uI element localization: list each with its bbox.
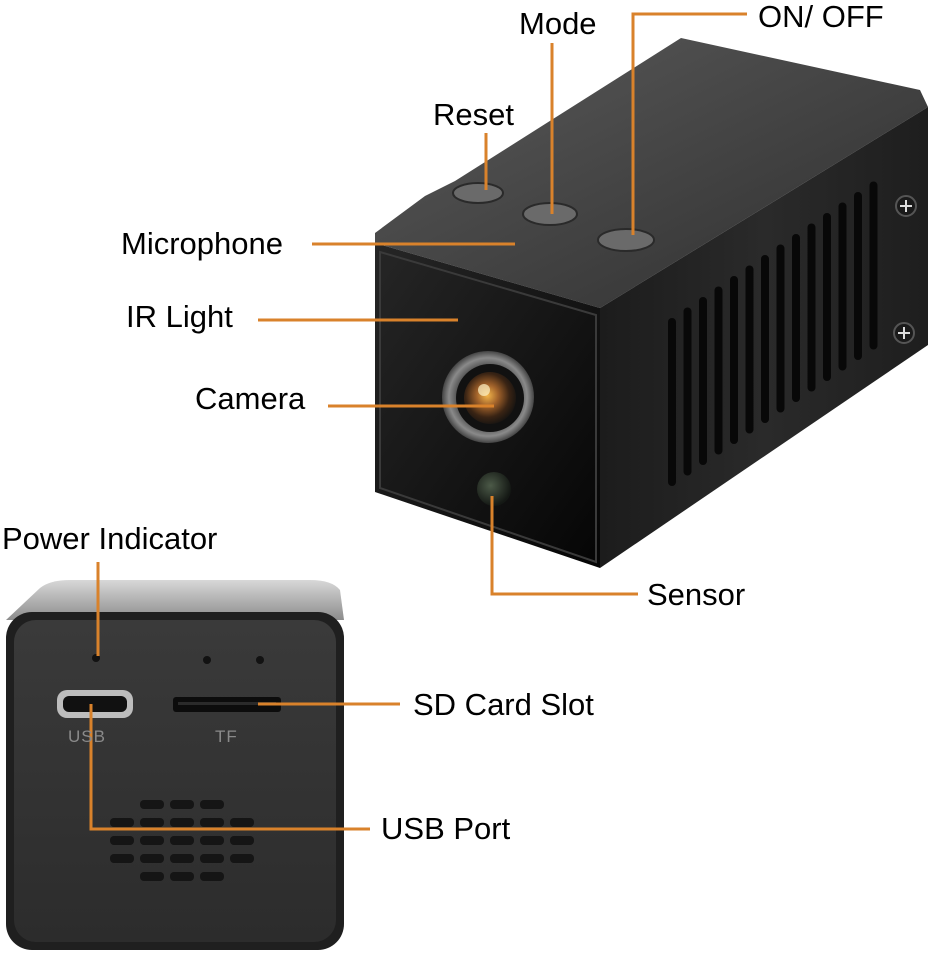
side-vents: [668, 181, 878, 486]
grille-hole: [110, 854, 134, 863]
speaker-grille: [110, 800, 254, 881]
on-off-callout-line: [631, 12, 747, 235]
mode-label: Mode: [519, 6, 597, 41]
grille-hole: [110, 836, 134, 845]
grille-hole: [200, 818, 224, 827]
tf-print-label: TF: [215, 727, 238, 746]
usb-port-label: USB Port: [381, 811, 511, 846]
usb-port-callout-line: [89, 704, 370, 831]
grille-hole: [170, 836, 194, 845]
grille-hole: [170, 872, 194, 881]
grille-hole: [170, 800, 194, 809]
camera-lens-icon: [442, 351, 534, 443]
microphone-label: Microphone: [121, 226, 283, 261]
sd-card-slot-label: SD Card Slot: [413, 687, 594, 722]
usb-print-label: USB: [68, 727, 106, 746]
grille-hole: [200, 800, 224, 809]
sensor-callout-line: [490, 496, 638, 596]
reset-button: [452, 182, 504, 204]
grille-hole: [110, 818, 134, 827]
ir-light-label: IR Light: [126, 299, 233, 334]
grille-hole: [140, 872, 164, 881]
grille-hole: [230, 854, 254, 863]
grille-hole: [200, 854, 224, 863]
reset-label: Reset: [433, 97, 514, 132]
grille-hole: [140, 818, 164, 827]
grille-hole: [140, 836, 164, 845]
grille-hole: [170, 818, 194, 827]
grille-hole: [230, 818, 254, 827]
grille-hole: [140, 800, 164, 809]
grille-hole: [200, 872, 224, 881]
camera-label: Camera: [195, 381, 306, 416]
power-button: [597, 228, 655, 252]
grille-hole: [230, 836, 254, 845]
light-sensor-icon: [477, 472, 511, 506]
grille-hole: [140, 854, 164, 863]
grille-hole: [170, 854, 194, 863]
callout-lines: [89, 12, 747, 831]
power-indicator-label: Power Indicator: [2, 521, 218, 556]
sensor-label: Sensor: [647, 577, 746, 612]
usb-port-icon: [57, 690, 133, 718]
screw-icon: [893, 195, 917, 344]
camera-top-face: [375, 38, 928, 308]
sd-card-slot-icon: [173, 697, 281, 712]
mode-button: [522, 202, 578, 226]
on-off-label: ON/ OFF: [758, 0, 884, 34]
camera-body-back-view: [6, 580, 344, 950]
grille-hole: [200, 836, 224, 845]
back-top-edge: [6, 580, 344, 620]
